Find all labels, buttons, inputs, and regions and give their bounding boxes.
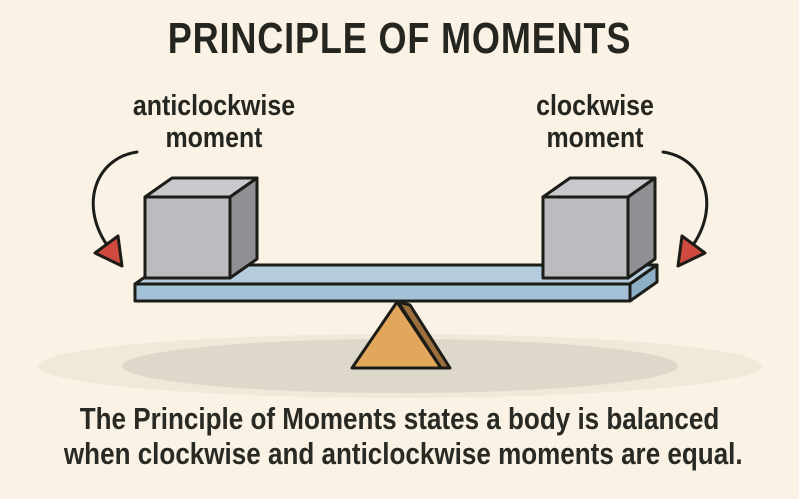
balance-beam bbox=[133, 263, 659, 303]
left-cube-side-face bbox=[228, 176, 259, 280]
left-cube bbox=[143, 176, 259, 280]
anticlockwise-arrow-icon bbox=[91, 150, 139, 268]
fulcrum-wedge bbox=[350, 300, 452, 370]
clockwise-moment-label-line2: moment bbox=[546, 122, 644, 154]
anticlockwise-arrow-curve bbox=[91, 150, 139, 247]
anticlockwise-arrow-head bbox=[93, 234, 124, 268]
principle-definition-line1: The Principle of Moments states a body i… bbox=[79, 401, 720, 436]
anticlockwise-moment-label-line2: moment bbox=[165, 122, 263, 154]
clockwise-arrow-curve bbox=[661, 150, 709, 247]
fulcrum-front-face bbox=[350, 300, 443, 370]
anticlockwise-moment-label: anticlockwise moment bbox=[107, 90, 322, 154]
right-cube-front-face bbox=[541, 195, 630, 280]
left-cube-front-face bbox=[143, 195, 232, 280]
principle-definition-text: The Principle of Moments states a body i… bbox=[63, 401, 743, 471]
clockwise-moment-label-line1: clockwise bbox=[536, 90, 654, 122]
right-cube-side-face bbox=[626, 176, 657, 280]
anticlockwise-moment-label-line1: anticlockwise bbox=[132, 90, 296, 122]
beam-front-face bbox=[133, 282, 632, 303]
principle-definition-line2: when clockwise and anticlockwise moments… bbox=[63, 436, 743, 471]
clockwise-moment-label: clockwise moment bbox=[488, 90, 703, 154]
clockwise-arrow-head bbox=[676, 234, 707, 268]
right-cube bbox=[541, 176, 657, 280]
page-title: PRINCIPLE OF MOMENTS bbox=[167, 14, 632, 63]
clockwise-arrow-icon bbox=[661, 150, 709, 268]
